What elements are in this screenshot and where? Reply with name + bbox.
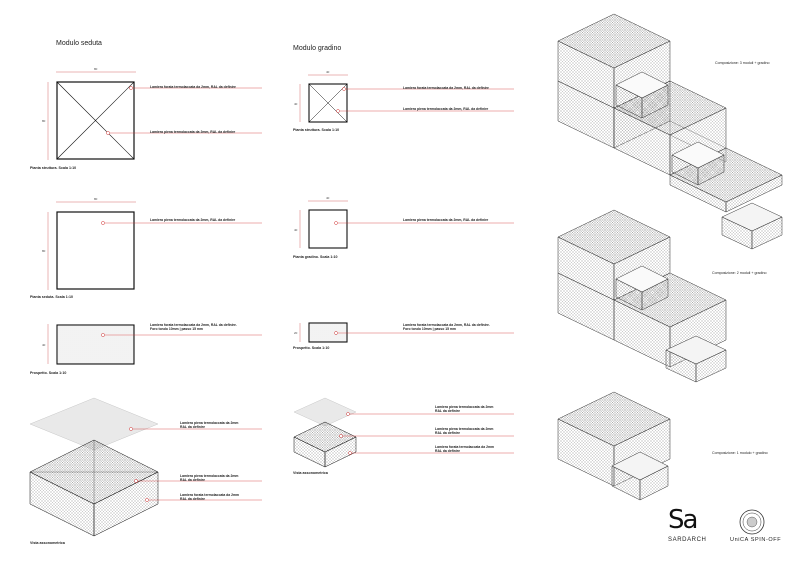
annotation-line-1: Lamiera piena termolaccata da 2mm [180,421,239,425]
unica-seal-logo [739,509,765,535]
gradino-pianta-gradino: 40 40 [294,196,514,249]
caption-prospetto: Prospetto. Scala 1:10 [293,346,330,350]
composizione-3-label: Composizione: 3 moduli + gradino [715,61,770,65]
annotation-line-1: Lamiera forata termolaccata da 2mm [435,445,494,449]
unica-spinoff-text: UniCA SPIN-OFF [730,537,782,543]
annotation-line-2: RAL da definire [435,431,460,436]
annotation-line-2: Foro tondo 10mm | passo 15 mm [403,327,456,332]
annotation-line-1: Lamiera forata termolaccata da 2mm, RAL … [150,323,237,327]
composizione-1-modulo-drawing [557,391,671,501]
composizione-1-label: Composizione: 1 modulo + gradino [712,451,768,455]
annotation-line-2: RAL da definire [180,497,205,502]
caption-prospetto: Prospetto. Scala 1:10 [30,371,67,375]
dim-height: 40 [294,228,298,232]
annotation-line-2: Foro tondo 10mm | passo 15 mm [150,327,203,332]
annotation-line-2: RAL da definire [435,409,460,414]
annotation-lamiera-forata: Lamiera forata termolaccata da 2mm, RAL … [150,85,236,89]
annotation-line-1: Lamiera forata termolaccata da 2mm [180,493,239,497]
seduta-pianta-seduta: 80 80 [42,197,262,290]
caption-pianta-seduta: Pianta seduta. Scala 1:10 [30,295,73,299]
annotation-line-1: Lamiera piena termolaccata da 2mm [435,405,494,409]
caption-vista-assonometrica: Vista assonometrica [293,471,328,475]
dim-height: 80 [42,119,46,123]
annotation-vista-3: Lamiera forata termolaccata da 2mm RAL d… [180,493,239,502]
dim-height: 40 [42,343,46,347]
composizione-2-label: Composizione: 2 moduli + gradino [712,271,767,275]
annotation-vista-1: Lamiera piena termolaccata da 2mm RAL da… [180,421,238,430]
seduta-prospetto: 40 [42,324,262,365]
annotation-line-2: RAL da definire [180,478,205,483]
seduta-pianta-struttura: 80 80 [42,67,262,160]
composizione-2-moduli-drawing [557,209,727,383]
caption-pianta-gradino: Pianta gradino. Scala 1:10 [293,255,338,259]
dim-width: 80 [94,197,98,201]
annotation-lamiera-piena: Lamiera piena termolaccata da 2mm, RAL d… [150,218,236,222]
annotation-prospetto: Lamiera forata termolaccata da 2mm, RAL … [403,323,490,332]
annotation-line-2: RAL da definire [180,425,205,430]
caption-vista-assonometrica: Vista assonometrica [30,541,65,545]
annotation-vista-1: Lamiera piena termolaccata da 2mm RAL da… [435,405,493,414]
annotation-lamiera-forata: Lamiera forata termolaccata da 2mm, RAL … [403,86,489,90]
section-title-seduta: Modulo seduta [56,40,102,47]
sardarch-logo-mark: Sa [668,505,698,535]
composizione-3-moduli-drawing [557,13,783,250]
caption-pianta-struttura: Pianta struttura. Scala 1:10 [293,128,340,132]
dim-height: 40 [294,102,298,106]
annotation-line-1: Lamiera piena termolaccata da 2mm [180,474,239,478]
caption-pianta-struttura: Pianta struttura. Scala 1:10 [30,166,77,170]
annotation-vista-3: Lamiera forata termolaccata da 2mm RAL d… [435,445,494,454]
seduta-vista-assonometrica [29,397,262,537]
annotation-lamiera-piena: Lamiera piena termolaccata da 2mm, RAL d… [150,130,236,134]
annotation-line-1: Lamiera piena termolaccata da 2mm [435,427,494,431]
sardarch-logo-text: SARDARCH [668,537,707,543]
gradino-prospetto: 20 [294,322,514,343]
dim-width: 40 [326,70,330,74]
gradino-pianta-struttura: 40 40 [294,70,514,123]
dim-height: 80 [42,249,46,253]
section-title-gradino: Modulo gradino [293,45,342,52]
dim-width: 80 [94,67,98,71]
annotation-line-2: RAL da definire [435,449,460,454]
annotation-line-1: Lamiera forata termolaccata da 2mm, RAL … [403,323,490,327]
annotation-lamiera-piena: Lamiera piena termolaccata da 2mm, RAL d… [403,218,489,222]
dim-width: 40 [326,196,330,200]
annotation-vista-2: Lamiera piena termolaccata da 2mm RAL da… [180,474,238,483]
gradino-vista-assonometrica [293,397,514,468]
annotation-lamiera-piena: Lamiera piena termolaccata da 2mm, RAL d… [403,107,489,111]
annotation-vista-2: Lamiera piena termolaccata da 2mm RAL da… [435,427,493,436]
dim-height: 20 [294,331,298,335]
annotation-prospetto: Lamiera forata termolaccata da 2mm, RAL … [150,323,237,332]
